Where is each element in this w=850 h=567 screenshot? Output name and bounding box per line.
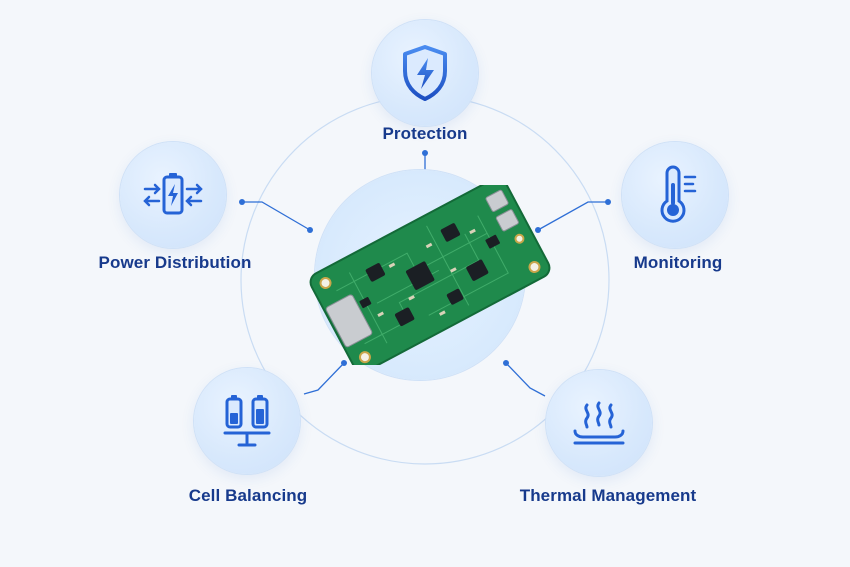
shield-lightning-icon (403, 45, 447, 101)
connector-dot (503, 360, 509, 366)
connector-monitoring (537, 201, 608, 231)
battery-arrows-icon (143, 173, 203, 215)
connector-dot (307, 227, 313, 233)
node-protection (372, 20, 478, 126)
connector-power-distribution (242, 201, 311, 231)
connector-cell-balancing (303, 362, 345, 395)
thermometer-icon (660, 165, 697, 223)
label-thermal-management: Thermal Management (519, 486, 697, 505)
balanced-cells-icon (223, 395, 271, 447)
label-cell-balancing: Cell Balancing (188, 486, 308, 505)
connector-dot (239, 199, 245, 205)
connector-thermal-management (505, 362, 546, 397)
connector-dot (422, 150, 428, 156)
label-power-distribution: Power Distribution (98, 253, 252, 272)
label-protection: Protection (382, 124, 468, 143)
node-cell-balancing (194, 368, 300, 474)
connector-dot (341, 360, 347, 366)
node-monitoring (622, 142, 728, 248)
circuit-board-image (309, 185, 551, 365)
connector-dot (535, 227, 541, 233)
node-power-distribution (120, 142, 226, 248)
heat-waves-icon (573, 401, 625, 445)
node-thermal-management (546, 370, 652, 476)
label-monitoring: Monitoring (633, 253, 723, 272)
connector-dot (605, 199, 611, 205)
